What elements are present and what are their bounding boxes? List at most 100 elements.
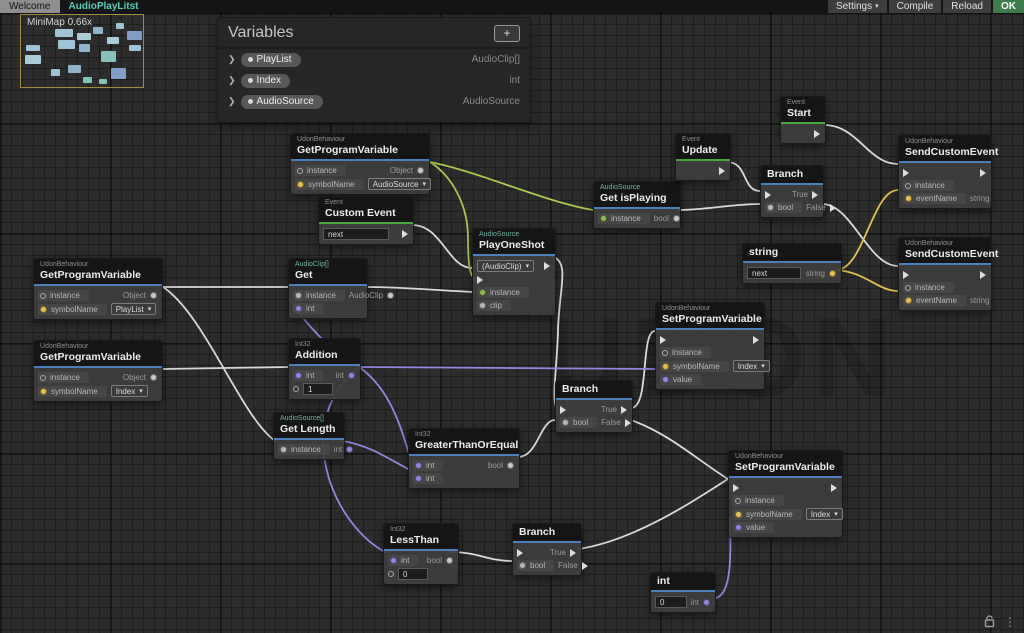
dropdown-field[interactable]: (AudioClip)▾ xyxy=(477,260,535,272)
flow-port[interactable] xyxy=(812,190,818,199)
dot-port[interactable] xyxy=(348,372,355,379)
dot-port[interactable] xyxy=(600,215,607,222)
ring-port[interactable] xyxy=(40,292,46,299)
dot-port[interactable] xyxy=(735,510,742,518)
minimap[interactable]: MiniMap 0.66x xyxy=(20,14,144,88)
flow-port[interactable] xyxy=(517,548,523,557)
text-field[interactable]: 1 xyxy=(303,383,333,395)
dropdown-field[interactable]: AudioSource▾ xyxy=(367,178,432,190)
dot-port[interactable] xyxy=(417,167,424,174)
flow-port[interactable] xyxy=(765,190,771,199)
ok-button[interactable]: OK xyxy=(993,0,1024,13)
dot-port[interactable] xyxy=(519,562,526,569)
dot-port[interactable] xyxy=(40,305,47,313)
variable-pill[interactable]: PlayList xyxy=(240,52,301,67)
flow-port[interactable] xyxy=(560,405,566,414)
dot-port[interactable] xyxy=(415,475,422,482)
dropdown-field[interactable]: Index▾ xyxy=(732,360,770,372)
flow-port[interactable] xyxy=(624,418,631,427)
dot-port[interactable] xyxy=(672,215,680,222)
reload-button[interactable]: Reload xyxy=(943,0,991,13)
variable-pill[interactable]: AudioSource xyxy=(240,94,323,109)
dot-port[interactable] xyxy=(346,446,354,453)
graph-canvas[interactable]: UDON UdonBehaviourGetProgramVariableinst… xyxy=(0,13,1024,633)
ring-port[interactable] xyxy=(905,284,911,291)
dot-port[interactable] xyxy=(829,269,836,277)
dropdown-field[interactable]: Index▾ xyxy=(805,508,843,520)
expand-chevron-icon[interactable]: ❯ xyxy=(228,54,236,64)
flow-port[interactable] xyxy=(903,270,909,279)
dot-port[interactable] xyxy=(150,292,157,299)
dot-port[interactable] xyxy=(767,204,774,211)
flow-port[interactable] xyxy=(621,405,627,414)
text-field[interactable]: 0 xyxy=(655,596,687,608)
dot-port[interactable] xyxy=(280,446,287,453)
flow-port[interactable] xyxy=(831,483,837,492)
flow-port[interactable] xyxy=(402,230,408,238)
flow-port[interactable] xyxy=(719,166,725,175)
dot-port[interactable] xyxy=(479,289,486,296)
ring-port[interactable] xyxy=(735,497,741,504)
dot-port[interactable] xyxy=(295,372,302,379)
dot-port[interactable] xyxy=(297,180,304,188)
flow-port[interactable] xyxy=(733,483,739,492)
flow-port[interactable] xyxy=(660,335,666,344)
flow-port[interactable] xyxy=(829,203,836,212)
flow-port[interactable] xyxy=(980,168,986,177)
ring-port[interactable] xyxy=(662,349,668,356)
ring-port[interactable] xyxy=(905,182,911,189)
dot-port[interactable] xyxy=(507,462,514,469)
dot-port[interactable] xyxy=(479,302,486,309)
text-field[interactable]: next xyxy=(747,267,802,279)
dot-port[interactable] xyxy=(415,462,422,469)
variable-pill[interactable]: Index xyxy=(240,73,291,88)
expand-chevron-icon[interactable]: ❯ xyxy=(228,96,236,106)
flow-port[interactable] xyxy=(477,275,483,284)
kebab-menu-icon[interactable]: ⋮ xyxy=(1004,614,1016,629)
dot-port[interactable] xyxy=(703,598,710,606)
dot-port[interactable] xyxy=(662,362,669,370)
dot-port[interactable] xyxy=(446,557,453,564)
dot-port[interactable] xyxy=(562,419,569,426)
ring-port[interactable] xyxy=(40,374,46,381)
dropdown-field[interactable]: PlayList▾ xyxy=(110,303,157,315)
settings-button[interactable]: Settings▾ xyxy=(827,0,887,13)
lock-open-icon[interactable] xyxy=(984,615,995,628)
compile-button[interactable]: Compile xyxy=(888,0,942,13)
flow-port[interactable] xyxy=(570,548,576,557)
dot-port[interactable] xyxy=(735,524,742,531)
dot-port[interactable] xyxy=(295,305,302,312)
dot-port[interactable] xyxy=(40,387,47,395)
dot-port[interactable] xyxy=(295,292,302,299)
flow-port[interactable] xyxy=(544,262,550,270)
dot-port[interactable] xyxy=(387,292,395,299)
text-field[interactable]: 0 xyxy=(398,568,428,580)
dot-port[interactable] xyxy=(905,195,912,202)
dot-port[interactable] xyxy=(390,557,397,564)
dot-port[interactable] xyxy=(150,374,157,381)
ring-port[interactable] xyxy=(388,571,394,577)
expand-chevron-icon[interactable]: ❯ xyxy=(228,75,236,85)
text-field[interactable]: next xyxy=(323,228,389,240)
tab-audioplaylitst[interactable]: AudioPlayLitst xyxy=(68,1,139,12)
flow-port[interactable] xyxy=(581,561,588,570)
